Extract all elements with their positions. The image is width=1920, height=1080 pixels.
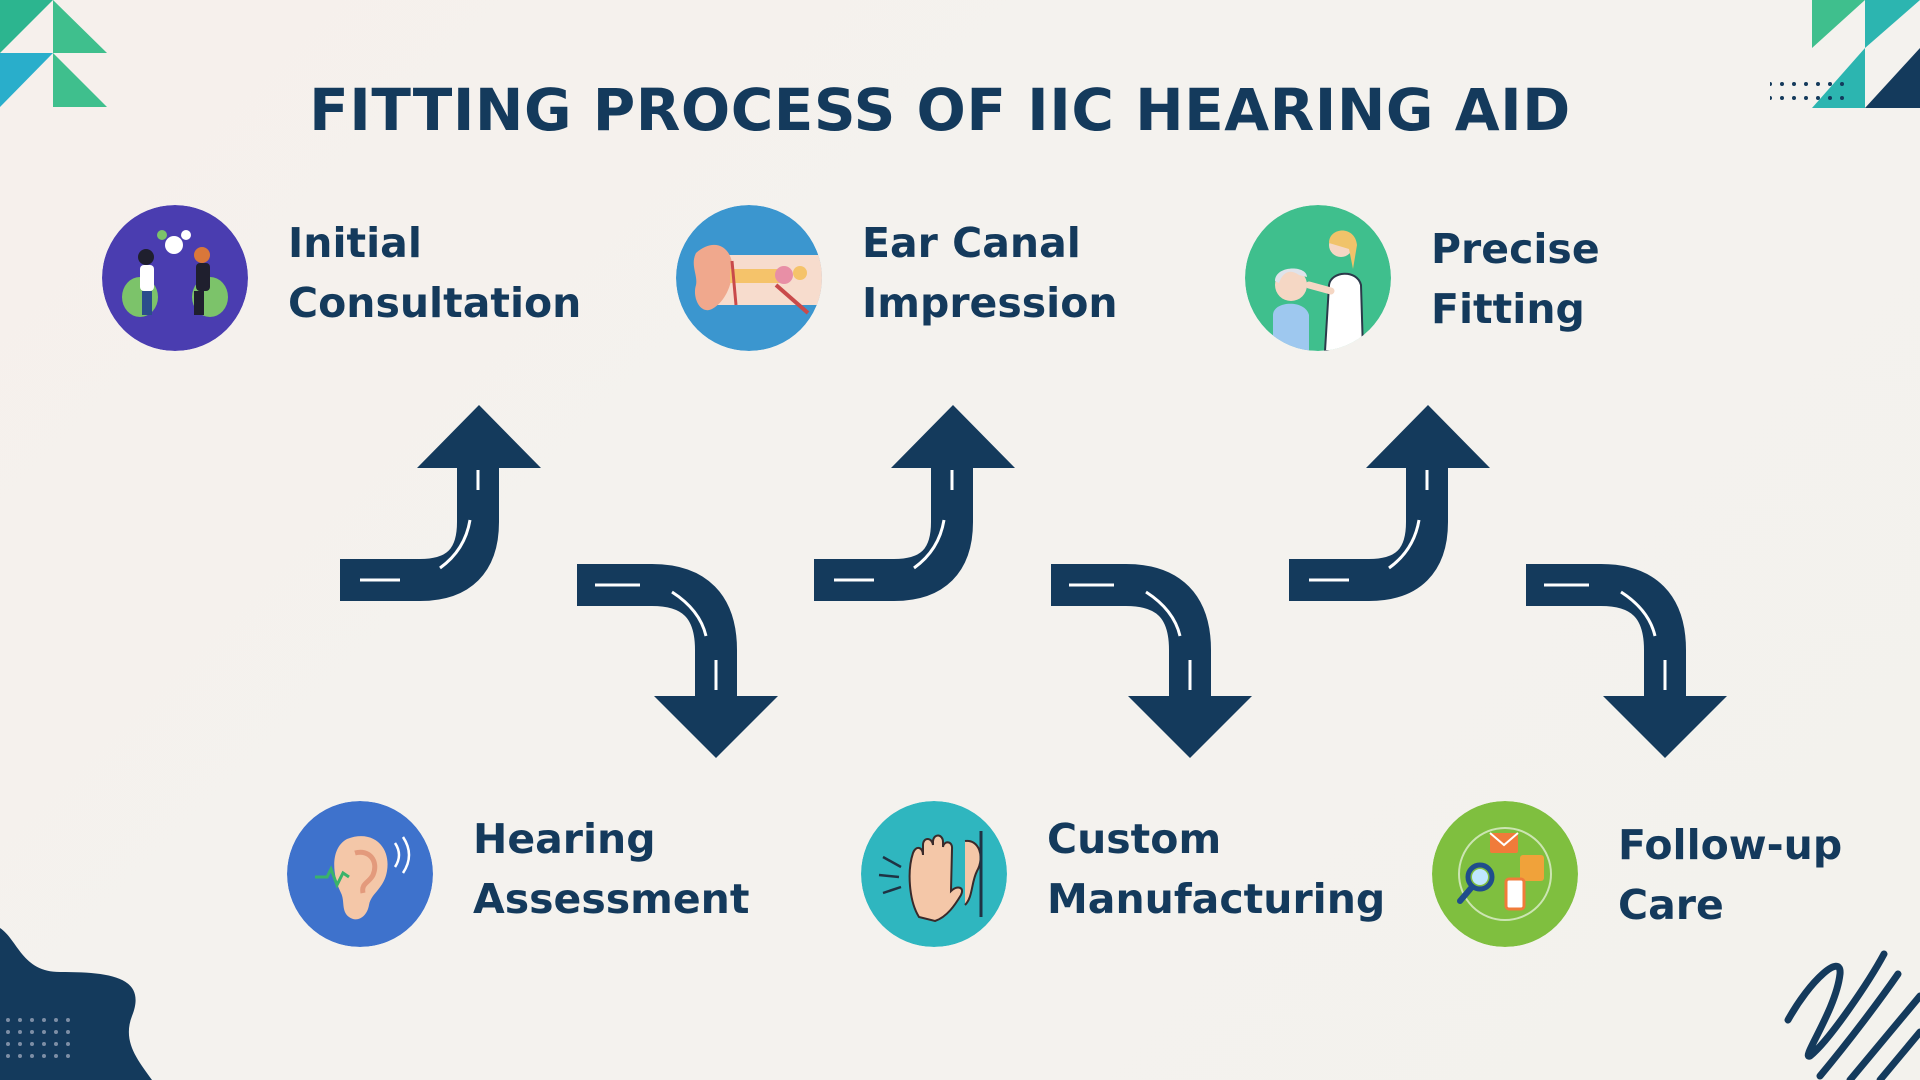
step-label-line2: Assessment: [473, 875, 750, 923]
step-label-line1: Initial: [288, 219, 422, 267]
bottom-left-blob-decoration: [0, 928, 152, 1080]
bottom-right-scribble-decoration: [1784, 950, 1920, 1080]
step-label-line1: Precise: [1431, 225, 1600, 273]
step-label-line1: Follow-up: [1618, 821, 1843, 869]
page-title: FITTING PROCESS OF IIC HEARING AID: [309, 76, 1571, 144]
doctor-fitting-icon: [1245, 205, 1391, 351]
consultation-icon: [102, 205, 248, 351]
step-label-line2: Consultation: [288, 279, 582, 327]
down-arrow-2-icon: [1051, 564, 1252, 758]
up-arrow-3-icon: [1289, 405, 1490, 601]
step-label-line1: Hearing: [473, 815, 656, 863]
step-label-line1: Custom: [1047, 815, 1222, 863]
step-label-line2: Manufacturing: [1047, 875, 1386, 923]
step-label-line2: Fitting: [1431, 285, 1585, 333]
hand-ear-icon: [861, 801, 1007, 947]
step-label-line1: Ear Canal: [862, 219, 1081, 267]
step-label-line2: Care: [1618, 881, 1724, 929]
step-label-line2: Impression: [862, 279, 1118, 327]
top-left-triangles-decoration: [0, 0, 107, 107]
ear-sound-icon: [287, 801, 433, 947]
top-right-triangles-decoration: [1770, 0, 1920, 108]
ear-anatomy-icon: [676, 205, 822, 351]
up-arrow-2-icon: [814, 405, 1015, 601]
follow-up-care-icon: [1432, 801, 1578, 947]
down-arrow-1-icon: [577, 564, 778, 758]
up-arrow-1-icon: [340, 405, 541, 601]
down-arrow-3-icon: [1526, 564, 1727, 758]
